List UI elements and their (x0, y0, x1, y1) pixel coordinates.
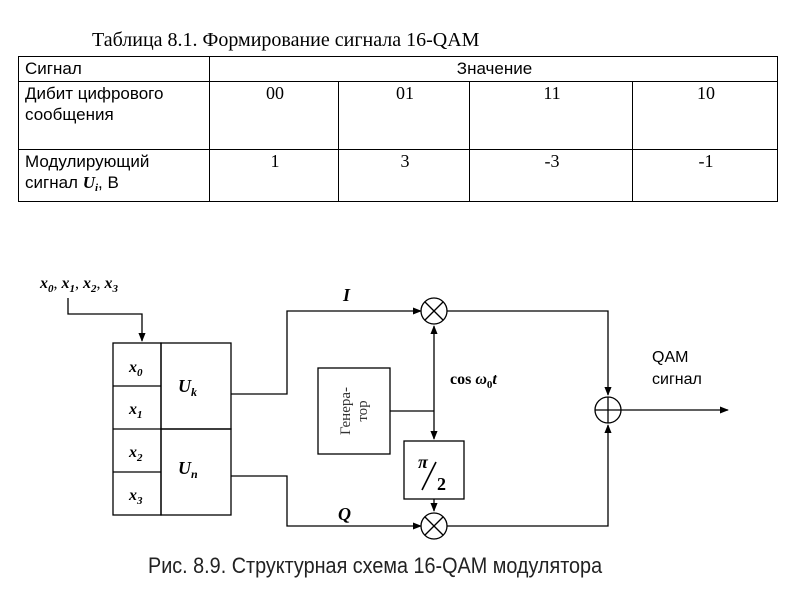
converter-un (160, 428, 232, 516)
row-label-modulating: Модулирующий сигнал Ui, В (18, 149, 210, 202)
qam-mapping-table: Сигнал Значение Дибит цифрового сообщени… (18, 56, 778, 202)
row-label-text: Модулирующий сигнал (25, 152, 150, 192)
converter-un-label: Un (178, 458, 198, 481)
header-value: Значение (209, 56, 778, 82)
input-x3: x (104, 275, 113, 292)
generator-label-line2: тор (355, 400, 371, 421)
i-channel-line (231, 307, 422, 395)
table-cell: -1 (632, 149, 778, 202)
input-x2-sub: 2 (90, 283, 97, 295)
i-label: I (342, 285, 351, 305)
table-header-row: Сигнал Значение (18, 56, 778, 82)
converter-uk-label: Uk (178, 376, 197, 399)
q-label: Q (338, 504, 351, 524)
table-cell: 11 (469, 81, 633, 150)
summer (594, 396, 622, 424)
input-arrow (67, 298, 146, 342)
generator-label-line1: Генера- (338, 387, 354, 435)
ui-symbol: Ui (82, 173, 99, 194)
generator-block (317, 367, 391, 455)
phase-shift-den: 2 (437, 474, 446, 494)
register-bit-x3: x3 (128, 487, 143, 507)
table-cell: -3 (469, 149, 633, 202)
register-bit-x2: x2 (128, 444, 143, 464)
input-x2: x (82, 275, 91, 292)
table-cell: 00 (209, 81, 339, 150)
ui-symbol-subscript: i (94, 182, 99, 194)
carrier-label: cos ω0t (450, 371, 497, 391)
input-x1-sub: 1 (70, 283, 76, 295)
phase-shift-label: π 2 (418, 452, 446, 494)
table-row: Дибит цифрового сообщения 00 01 11 10 (18, 81, 778, 150)
ui-symbol-base: U (82, 173, 95, 192)
mixer-q (420, 512, 448, 540)
q-channel-line (231, 475, 422, 530)
mixer-i (420, 297, 448, 325)
row-label-dibit: Дибит цифрового сообщения (18, 81, 210, 150)
input-x0-sub: 0 (48, 283, 54, 295)
generator-label: Генера- тор (338, 387, 371, 435)
mixer-q-to-summer (447, 424, 612, 527)
table-cell: 1 (209, 149, 339, 202)
table-caption: Таблица 8.1. Формирование сигнала 16-QAM (92, 29, 480, 51)
register-bit-x1: x1 (128, 401, 143, 421)
phase-shift-num: π (418, 452, 429, 472)
phase-shifter (403, 440, 465, 500)
input-x3-sub: 3 (112, 283, 119, 295)
table-cell: 01 (338, 81, 470, 150)
row-label-unit: , В (98, 173, 119, 192)
header-signal: Сигнал (18, 56, 210, 82)
mixer-i-to-summer (447, 310, 612, 396)
input-x0: x (39, 275, 48, 292)
register-bit-x0: x0 (128, 359, 143, 379)
inputs-label: x0, x1, x2, x3 (39, 275, 119, 295)
output-label-line1: QAM (652, 349, 688, 366)
table-cell: 10 (632, 81, 778, 150)
table-row: Модулирующий сигнал Ui, В 1 3 -3 -1 (18, 149, 778, 202)
figure-caption: Рис. 8.9. Структурная схема 16-QAM модул… (148, 553, 603, 578)
table-cell: 3 (338, 149, 470, 202)
input-x1: x (61, 275, 70, 292)
output-label-line2: сигнал (652, 371, 702, 388)
